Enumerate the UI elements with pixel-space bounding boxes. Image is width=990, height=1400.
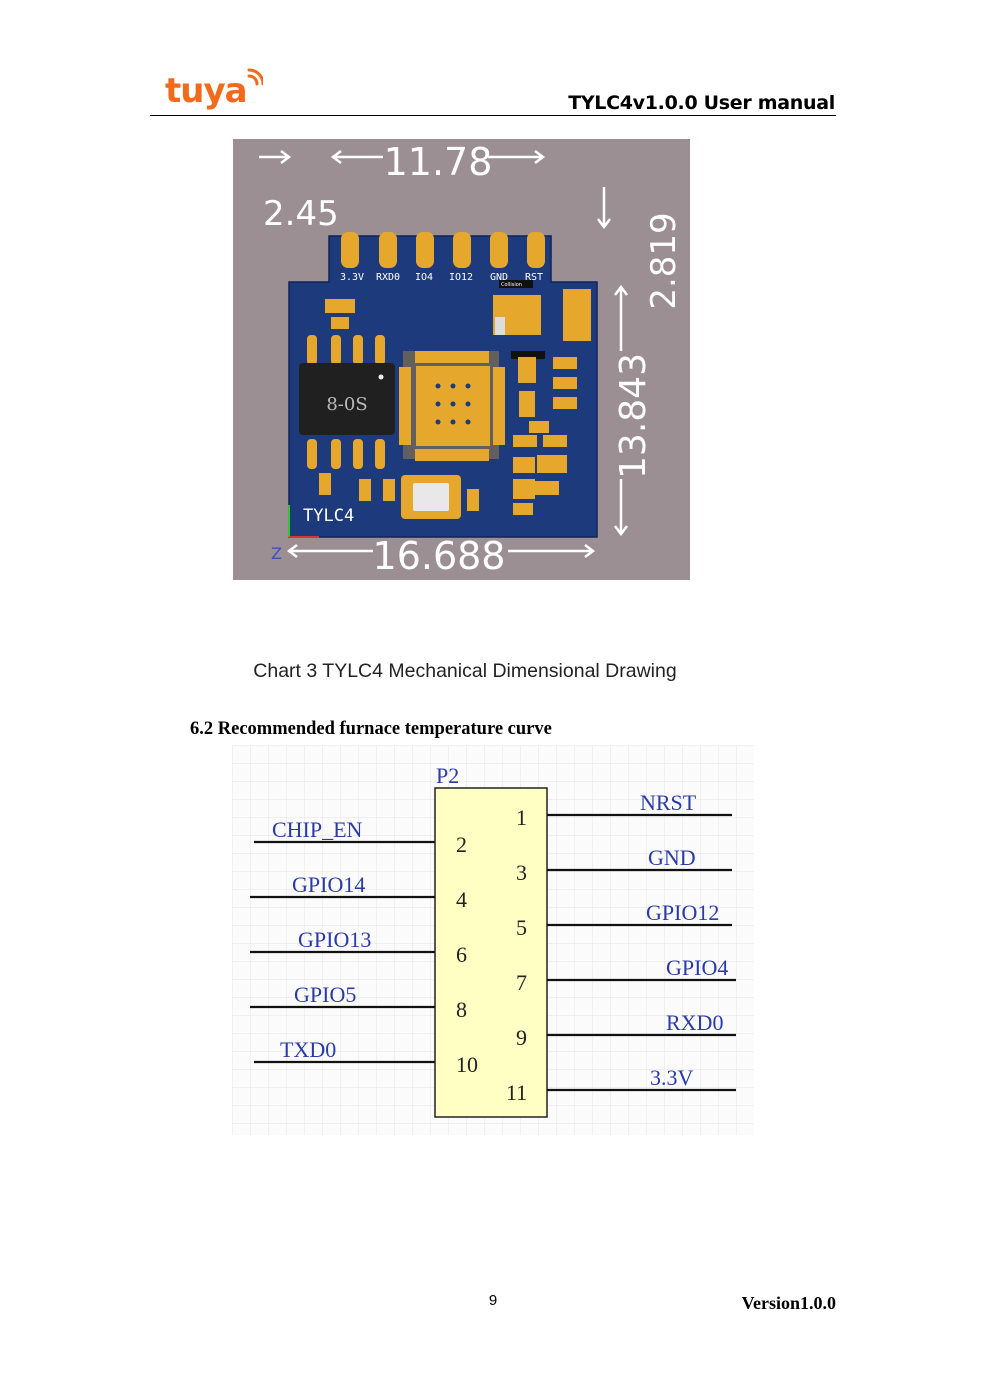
dimension-arrows — [259, 150, 628, 558]
dim-pad-height: 2.819 — [644, 212, 684, 309]
pin-number: 6 — [456, 942, 467, 967]
passive-components — [319, 299, 577, 515]
pin-number: 3 — [516, 860, 527, 885]
pin-number: 8 — [456, 997, 467, 1022]
net-label: GPIO4 — [666, 955, 728, 980]
mechanical-drawing: 11.78 2.45 2.819 13.843 16.688 3.3V RXD0… — [233, 139, 690, 580]
pin-7: GPIO4 7 — [516, 955, 736, 995]
connector-ref: P2 — [436, 763, 459, 788]
pad-label-3v3: 3.3V — [340, 272, 364, 283]
pin-number: 1 — [516, 805, 527, 830]
net-label: GPIO5 — [294, 982, 356, 1007]
net-label: GPIO13 — [298, 927, 371, 952]
axis-z-label: Z — [271, 544, 282, 563]
net-label: RXD0 — [666, 1010, 723, 1035]
left-pins: CHIP_EN 2 GPIO14 4 GPIO13 6 GPIO5 8 TXD0… — [250, 817, 478, 1077]
chip-label: 8-0S — [326, 394, 367, 415]
right-pins: NRST 1 GND 3 GPIO12 5 GPIO4 7 RXD0 9 3.3… — [506, 790, 736, 1105]
so8-chip: 8-0S — [299, 335, 395, 469]
pin-number: 4 — [456, 887, 467, 912]
page-number: 9 — [488, 1292, 498, 1309]
collision-tag: Collision — [501, 282, 522, 288]
net-label: GPIO12 — [646, 900, 719, 925]
header-divider — [150, 115, 836, 116]
edge-pads — [341, 232, 545, 268]
qfn-chip — [399, 351, 505, 461]
logo-text: tuya — [165, 71, 247, 111]
tuya-logo: tuya — [165, 68, 263, 111]
pad-labels: 3.3V RXD0 IO4 IO12 GND RST — [340, 272, 543, 283]
pin-number: 2 — [456, 832, 467, 857]
dim-body-height: 13.843 — [613, 353, 654, 479]
antenna-pad — [563, 289, 591, 341]
pad-label-gnd: GND — [490, 272, 508, 283]
pin-10: TXD0 10 — [254, 1037, 478, 1077]
document-title: TYLC4v1.0.0 User manual — [568, 92, 835, 114]
pinout-schematic: P2 CHIP_EN 2 GPIO14 4 GPIO13 6 GPIO5 8 T… — [232, 745, 754, 1135]
pin-number: 11 — [506, 1080, 527, 1105]
pin-number: 5 — [516, 915, 527, 940]
net-label: GND — [648, 845, 696, 870]
pin-number: 9 — [516, 1025, 527, 1050]
pin-11: 3.3V 11 — [506, 1065, 736, 1105]
connector-body — [434, 787, 548, 1118]
pin-8: GPIO5 8 — [250, 982, 467, 1022]
pin-5: GPIO12 5 — [516, 900, 732, 940]
pad-label-rxd0: RXD0 — [376, 272, 400, 283]
pin-3: GND 3 — [516, 845, 732, 885]
pin-2: CHIP_EN 2 — [254, 817, 467, 857]
pad-label-rst: RST — [525, 272, 543, 283]
version-label: Version1.0.0 — [741, 1293, 836, 1313]
pad-label-io12: IO12 — [449, 272, 473, 283]
pin-4: GPIO14 4 — [250, 872, 467, 912]
dim-offset: 2.45 — [263, 194, 339, 234]
pin-1: NRST 1 — [516, 790, 732, 830]
pin-9: RXD0 9 — [516, 1010, 736, 1050]
chart-caption: Chart 3 TYLC4 Mechanical Dimensional Dra… — [253, 660, 677, 682]
net-label: CHIP_EN — [272, 817, 363, 842]
pin-6: GPIO13 6 — [250, 927, 467, 967]
section-heading: 6.2 Recommended furnace temperature curv… — [190, 719, 552, 739]
pad-label-io4: IO4 — [415, 272, 433, 283]
net-label: 3.3V — [650, 1065, 694, 1090]
pin-number: 7 — [516, 970, 527, 995]
net-label: TXD0 — [280, 1037, 336, 1062]
dim-total-width: 16.688 — [373, 534, 506, 578]
net-label: NRST — [640, 790, 697, 815]
net-label: GPIO14 — [292, 872, 365, 897]
pin-number: 10 — [456, 1052, 478, 1077]
dim-top-width: 11.78 — [384, 140, 493, 184]
board-label: TYLC4 — [303, 506, 354, 526]
